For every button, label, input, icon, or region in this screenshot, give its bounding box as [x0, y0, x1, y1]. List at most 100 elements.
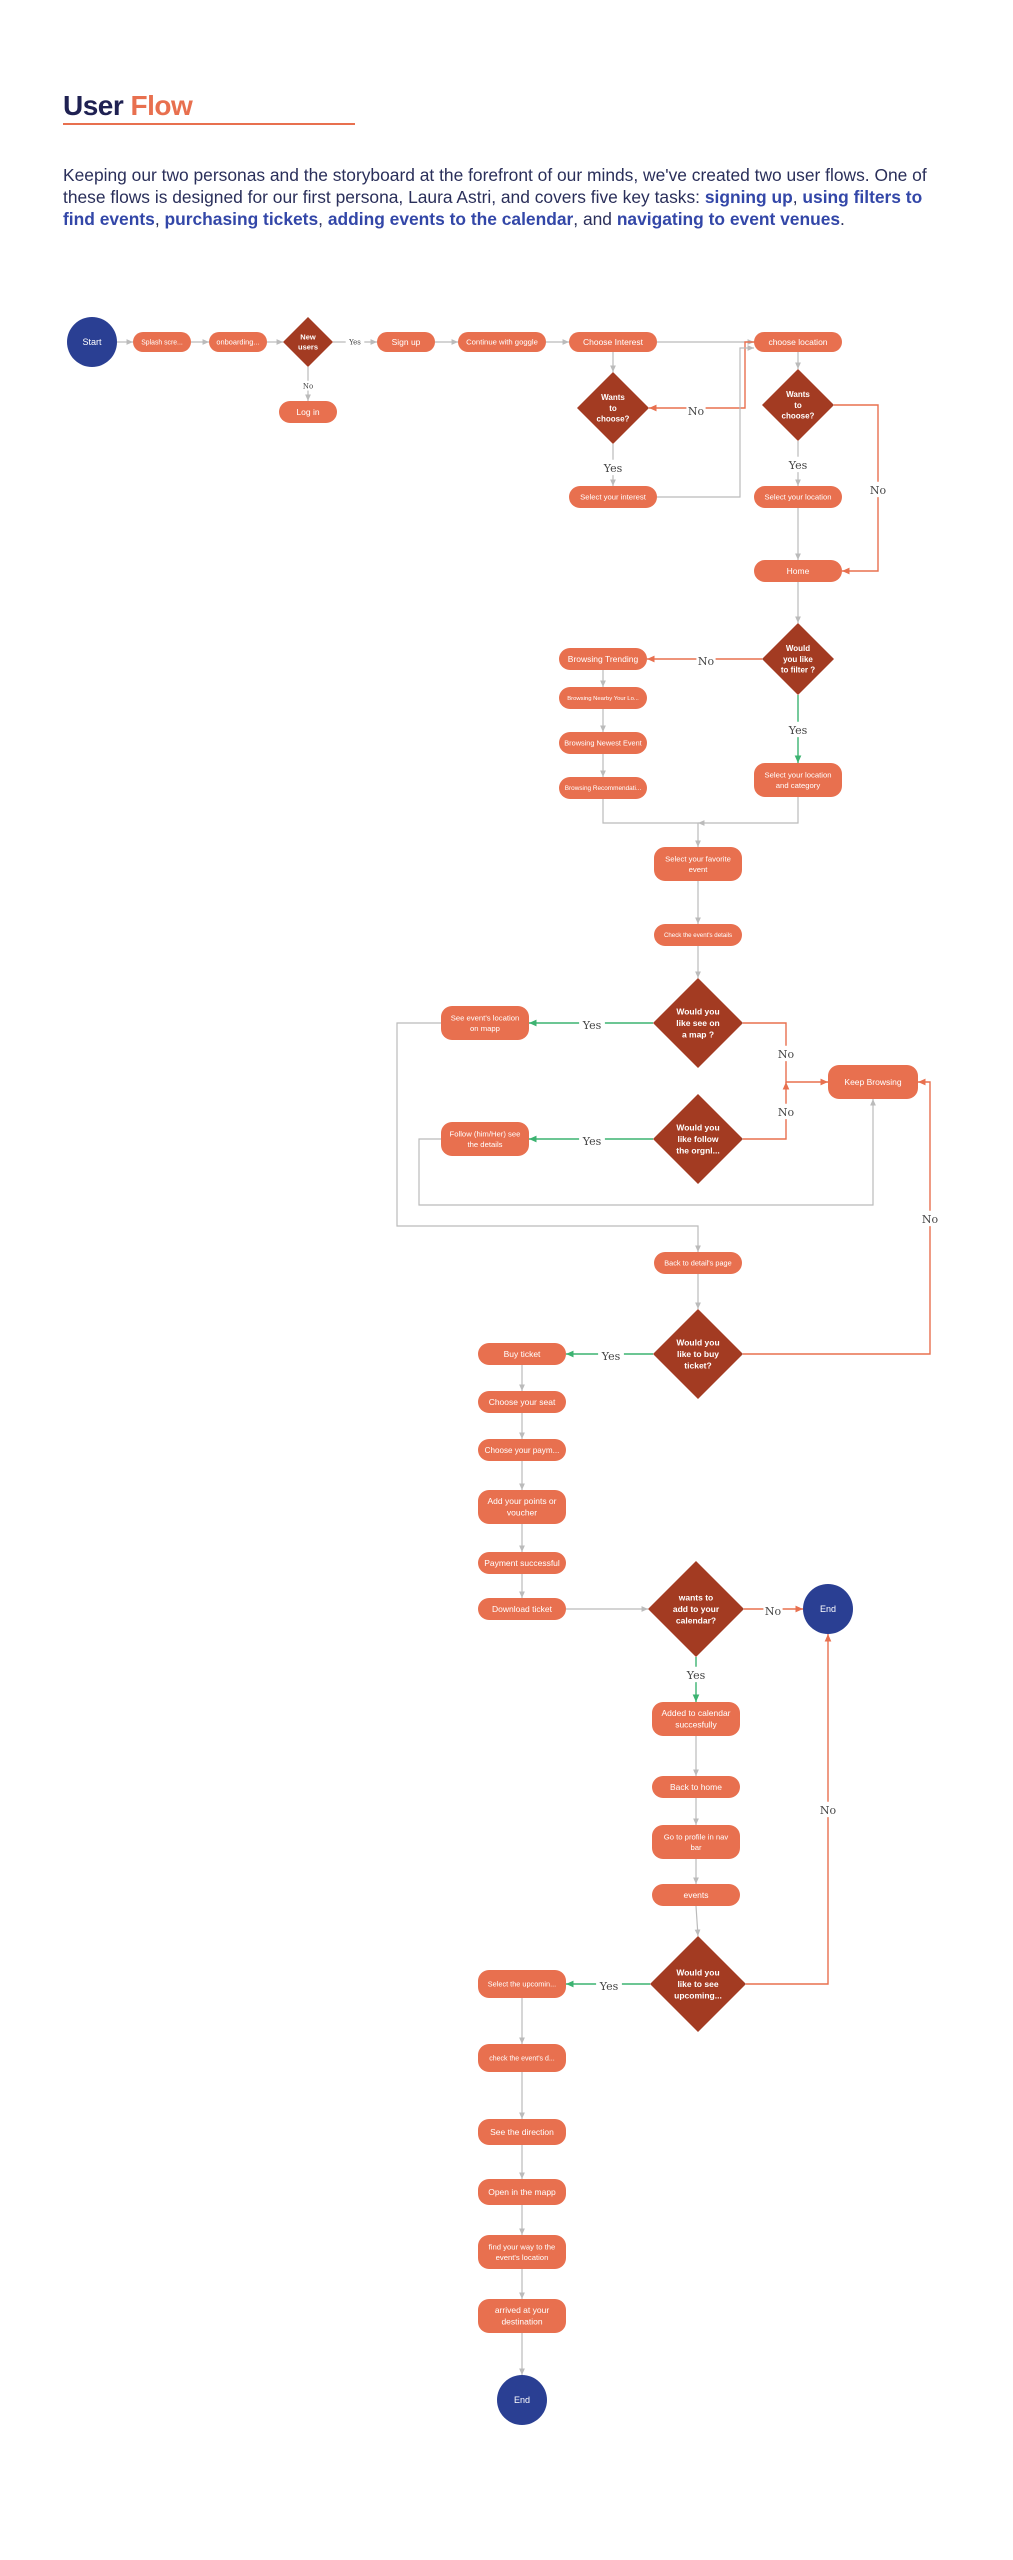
decision-shape: [650, 1936, 746, 2032]
edge-label-bg: [868, 481, 888, 498]
node-label: onboarding...: [216, 338, 259, 347]
edge-label-no: No: [303, 382, 313, 390]
process-shape: [559, 777, 647, 799]
edge-label-yes: Yes: [601, 1350, 621, 1363]
process-shape: [652, 1776, 740, 1798]
node-google: Continue with goggle: [458, 332, 546, 352]
intro-task-signing-up: signing up: [704, 187, 793, 207]
terminal-shape: [497, 2375, 547, 2425]
node-download: Download ticket: [478, 1598, 566, 1620]
flow-connector-gray: [396, 1022, 701, 1252]
node-seat: Choose your seat: [478, 1391, 566, 1413]
node-label: Continue with goggle: [466, 338, 538, 347]
node-checkdet: Check the event's details: [654, 924, 742, 946]
intro-paragraph: Keeping our two personas and the storybo…: [63, 164, 948, 230]
node-label: and category: [776, 781, 821, 790]
decision-shape: [283, 317, 333, 367]
node-label: Would you: [676, 1968, 719, 1978]
node-label: choose location: [768, 337, 827, 347]
process-shape: [133, 332, 191, 352]
decision-shape: [648, 1561, 744, 1657]
node-label: Buy ticket: [504, 1349, 541, 1359]
node-label: choose?: [597, 415, 630, 424]
decision-shape: [762, 623, 834, 695]
node-chooseloc: choose location: [754, 332, 842, 352]
edge-label-no: No: [870, 484, 887, 497]
node-label: Go to profile in nav: [664, 1833, 729, 1842]
node-label: the details: [467, 1140, 502, 1149]
process-shape: [478, 1970, 566, 1998]
edge-label-bg: [596, 1977, 622, 1994]
node-direction: See the direction: [478, 2119, 566, 2145]
node-label: Back to detail's page: [664, 1259, 731, 1268]
node-label: event: [689, 865, 709, 874]
node-label: voucher: [507, 1508, 537, 1518]
title-underline: [63, 123, 355, 125]
process-shape: [478, 2299, 566, 2333]
node-label: destination: [501, 2317, 542, 2327]
node-label: Browsing Trending: [568, 654, 639, 664]
node-backdet: Back to detail's page: [654, 1252, 742, 1274]
node-label: like see on: [676, 1018, 719, 1028]
node-label: End: [514, 2395, 530, 2405]
node-label: like to see: [677, 1979, 718, 1989]
edge-label-no: No: [820, 1804, 837, 1817]
node-bnewest: Browsing Newest Event: [559, 732, 647, 754]
page-title: User Flow: [63, 90, 193, 122]
edge-label-bg: [818, 1801, 838, 1818]
process-shape: [279, 401, 337, 423]
edge-label-bg: [579, 1016, 605, 1033]
node-label: the orgnl...: [676, 1145, 719, 1155]
node-label: Keep Browsing: [844, 1077, 901, 1087]
edge-label-no: No: [765, 1605, 782, 1618]
node-label: Add your points or: [488, 1496, 557, 1506]
process-shape: [754, 332, 842, 352]
node-onboard: onboarding...: [209, 332, 267, 352]
edge-label-no: No: [688, 405, 705, 418]
node-label: calendar?: [676, 1615, 716, 1625]
flow-connector-gray: [657, 345, 754, 498]
node-label: to: [609, 404, 617, 413]
process-shape: [652, 1702, 740, 1736]
process-shape: [654, 924, 742, 946]
process-shape: [569, 486, 657, 508]
process-shape: [209, 332, 267, 352]
node-events: events: [652, 1884, 740, 1906]
node-splash: Splash scre...: [133, 332, 191, 352]
node-brecom: Browsing Recommendati...: [559, 777, 647, 799]
node-label: Follow (him/Her) see: [450, 1130, 521, 1139]
node-label: Would you: [676, 1123, 719, 1133]
node-label: Choose your paym...: [485, 1446, 560, 1455]
edge-label-yes: Yes: [788, 459, 808, 472]
node-bnearby: Browsing Nearby Your Lo...: [559, 687, 647, 709]
edge-label-no: No: [698, 655, 715, 668]
edge-label-yes: Yes: [788, 724, 808, 737]
node-label: Would: [786, 644, 810, 653]
node-label: Wants: [601, 393, 625, 402]
flow-connector-gray: [602, 799, 701, 847]
edge-label-no: No: [922, 1213, 939, 1226]
terminal-shape: [803, 1584, 853, 1634]
node-label: choose?: [782, 412, 815, 421]
node-label: to: [794, 401, 802, 410]
process-shape: [478, 1552, 566, 1574]
node-label: Log in: [296, 407, 319, 417]
intro-task-filters: using filters to find events: [63, 187, 923, 229]
node-backhome: Back to home: [652, 1776, 740, 1798]
node-payment: Choose your paym...: [478, 1439, 566, 1461]
flow-connector-red: [743, 1082, 790, 1140]
node-label: Browsing Recommendati...: [565, 785, 642, 792]
intro-text: ,: [318, 209, 328, 229]
node-label: Splash scre...: [141, 339, 183, 346]
process-shape: [652, 1825, 740, 1859]
node-label: Browsing Newest Event: [564, 739, 641, 748]
node-label: Select your location: [764, 771, 831, 780]
